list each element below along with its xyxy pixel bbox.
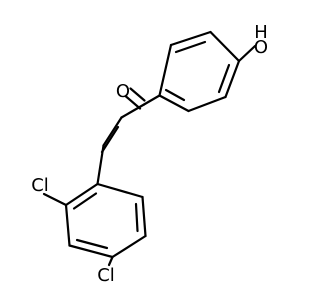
upper-chlorine-label: Cl [31,175,49,196]
dichlorophenyl-ring-bond-3 [111,234,147,259]
hydroxyphenyl-ring-bond-2 [169,30,212,47]
carbonyl-double-bond-line-1 [129,87,146,102]
molecule-canvas: O H O Cl Cl [31,22,269,286]
hydroxyl-oxygen-label: O [254,37,268,58]
hydroxyphenyl-ring [158,30,257,113]
hydroxyphenyl-ring-bond-5 [187,95,227,113]
molecule-diagram: O H O Cl Cl [31,22,268,286]
ketone-to-hydroxyphenyl-bond [142,94,161,106]
dichlorophenyl-ring-bond-4 [68,244,114,259]
dichlorophenyl-inner-bond-2 [75,238,109,250]
dichlorophenyl-ring-bond-5 [64,203,71,247]
hydroxyphenyl-inner-bond-1 [174,40,207,54]
phenol-oxygen-bond [237,44,257,63]
hydroxyphenyl-ring-bond-1 [158,43,173,97]
dichlorophenyl-inner-bond-3 [72,192,98,210]
alkene-outer-bond [102,116,123,147]
carbonyl-group [120,87,161,119]
alkene-to-dichlorophenyl-bond [96,144,105,186]
carbonyl-double-bond-line-2 [124,95,142,110]
dichlorophenyl-ring [42,182,147,267]
dichlorophenyl-ring-bond-6 [64,182,99,207]
carbonyl-oxygen-label: O [116,81,130,102]
alkene-linker [96,116,123,186]
lower-chlorine-bond [107,255,114,267]
hydroxyl-hydrogen-label: H [254,22,268,43]
alkene-inner-bond [100,125,120,154]
dichlorophenyl-ring-bond-1 [96,182,144,199]
lower-chlorine-label: Cl [97,265,115,286]
hydroxyphenyl-ring-bond-6 [158,94,190,113]
dichlorophenyl-ring-bond-2 [141,195,147,238]
hydroxyphenyl-inner-bond-3 [164,88,186,102]
hydroxyphenyl-ring-bond-3 [209,30,241,63]
upper-chlorine-bond [42,192,68,207]
hydroxyphenyl-inner-bond-2 [217,63,231,94]
hydroxyphenyl-ring-bond-4 [224,59,241,99]
dichlorophenyl-inner-bond-1 [134,202,139,233]
ketone-to-alkene-bond [120,103,146,119]
